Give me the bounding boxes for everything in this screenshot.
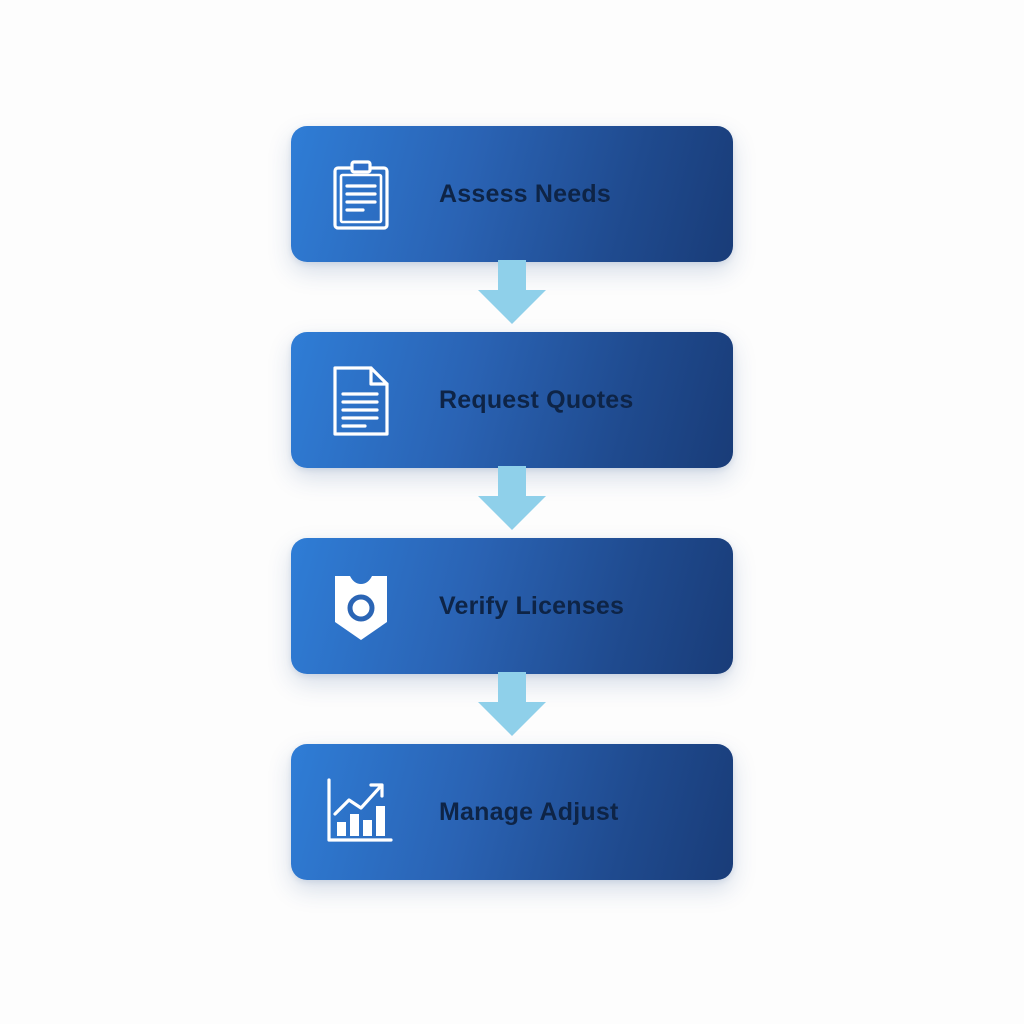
step-label: Request Quotes <box>439 386 634 414</box>
clipboard-icon <box>325 158 397 230</box>
down-arrow-icon <box>478 260 546 324</box>
down-arrow-icon <box>478 466 546 530</box>
step-label: Verify Licenses <box>439 592 625 620</box>
step-verify-licenses: Verify Licenses <box>291 538 733 674</box>
step-assess-needs: Assess Needs <box>291 126 733 262</box>
document-icon <box>325 364 397 436</box>
step-label: Assess Needs <box>439 180 611 208</box>
license-badge-icon <box>325 570 397 642</box>
step-request-quotes: Request Quotes <box>291 332 733 468</box>
step-manage-adjust: Manage Adjust <box>291 744 733 880</box>
growth-chart-icon <box>321 776 393 848</box>
down-arrow-icon <box>478 672 546 736</box>
step-label: Manage Adjust <box>439 798 619 826</box>
